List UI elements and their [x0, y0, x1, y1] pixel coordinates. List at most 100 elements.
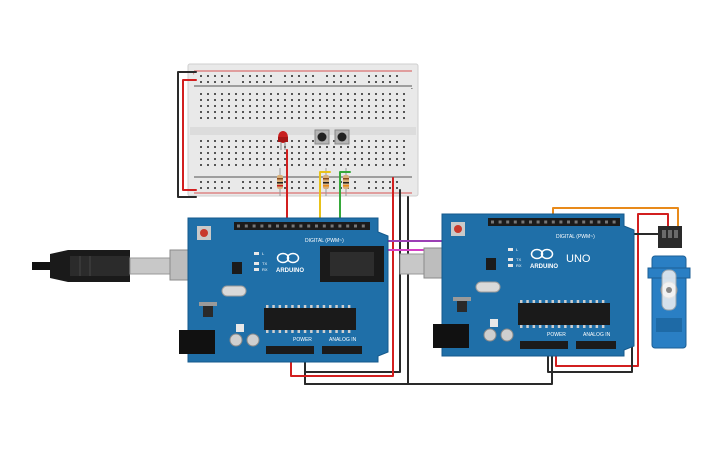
hole — [396, 164, 398, 166]
hole — [277, 158, 279, 160]
hole — [375, 187, 377, 189]
hole — [396, 146, 398, 148]
breadboard[interactable]: + - — [187, 63, 419, 197]
hole — [291, 99, 293, 101]
hole — [256, 81, 258, 83]
hole — [200, 140, 202, 142]
wire-red-5v-left[interactable] — [290, 177, 394, 377]
hole — [576, 300, 580, 303]
arduino-right[interactable]: DIGITAL (PWM~) L TX RX ARDUINO UNO POWER… — [433, 213, 635, 357]
hole — [207, 152, 209, 154]
power-header-left[interactable] — [266, 346, 314, 354]
red-led[interactable] — [278, 131, 288, 150]
hole — [256, 158, 258, 160]
hole — [322, 330, 326, 333]
hole — [403, 146, 405, 148]
hole — [338, 224, 342, 228]
hole — [228, 99, 230, 101]
reset-icon — [454, 225, 462, 233]
hole — [595, 325, 599, 328]
hole — [347, 117, 349, 119]
power-jack-right[interactable] — [433, 324, 469, 348]
hole — [403, 93, 405, 95]
hole — [200, 164, 202, 166]
hole — [207, 164, 209, 166]
hole — [305, 164, 307, 166]
hole — [242, 146, 244, 148]
hole — [521, 220, 525, 224]
hole — [305, 93, 307, 95]
hole — [403, 164, 405, 166]
arduino-left[interactable]: DIGITAL (PWM~) L TX RX ARDUINO — [179, 217, 389, 363]
hole — [382, 140, 384, 142]
hole — [375, 158, 377, 160]
hole — [526, 325, 529, 328]
hole — [326, 164, 328, 166]
hole — [322, 305, 326, 308]
power-jack-left[interactable] — [179, 330, 215, 354]
hole — [319, 117, 321, 119]
hole — [316, 305, 319, 308]
power-header-right[interactable] — [520, 341, 568, 349]
hole — [361, 111, 363, 113]
hole — [307, 224, 311, 228]
hole — [277, 93, 279, 95]
hole — [270, 140, 272, 142]
push-button-1[interactable] — [314, 129, 330, 145]
hole — [298, 75, 300, 77]
hole — [526, 300, 529, 303]
hole — [305, 81, 307, 83]
analog-header-left[interactable] — [322, 346, 362, 354]
hole — [347, 99, 349, 101]
hole — [312, 164, 314, 166]
hole — [389, 117, 391, 119]
hole — [270, 152, 272, 154]
hole — [347, 105, 349, 107]
hole — [347, 330, 351, 333]
wire-black-bridge[interactable] — [304, 351, 553, 385]
hole — [249, 146, 251, 148]
hole — [538, 300, 542, 303]
led-tx-left — [254, 262, 259, 265]
hole — [589, 325, 592, 328]
wire-red-servo[interactable] — [555, 213, 669, 367]
hole — [333, 164, 335, 166]
l-label-right: L — [516, 247, 519, 252]
hole — [529, 220, 532, 224]
hole — [249, 81, 251, 83]
hole — [382, 93, 384, 95]
hole — [340, 117, 342, 119]
hole — [326, 99, 328, 101]
hole — [326, 93, 328, 95]
analog-header-right[interactable] — [576, 341, 616, 349]
wire-green[interactable] — [339, 171, 351, 233]
hole — [368, 81, 370, 83]
push-button-2[interactable] — [334, 129, 350, 145]
wire-rail-black-left[interactable] — [177, 71, 197, 198]
hole — [389, 111, 391, 113]
hole — [368, 152, 370, 154]
micro-servo[interactable] — [647, 226, 691, 349]
hole — [207, 181, 209, 183]
hole — [221, 187, 223, 189]
hole — [340, 111, 342, 113]
hole — [228, 93, 230, 95]
wire-yellow[interactable] — [319, 171, 331, 233]
hole — [341, 305, 345, 308]
wire-rail-red-left[interactable] — [182, 79, 197, 191]
hole — [291, 93, 293, 95]
hole — [601, 325, 605, 328]
hole — [207, 117, 209, 119]
hole — [382, 105, 384, 107]
icsp-right — [486, 258, 496, 270]
hole — [291, 305, 294, 308]
hole — [249, 158, 251, 160]
resistor-led[interactable] — [277, 168, 283, 196]
hole — [207, 93, 209, 95]
hole — [284, 330, 288, 333]
hole — [228, 81, 230, 83]
hole — [298, 164, 300, 166]
hole — [270, 146, 272, 148]
hole — [297, 330, 300, 333]
